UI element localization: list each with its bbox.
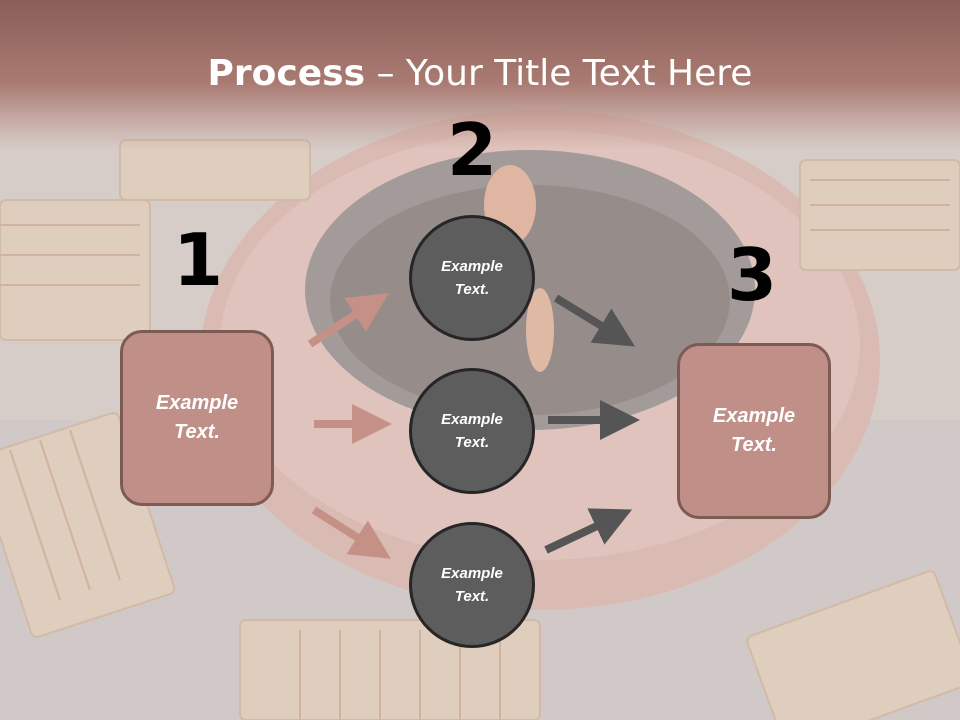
- arrow-circle-top-to-box3: [553, 294, 636, 347]
- arrow-box1-to-circle-bottom: [311, 506, 391, 559]
- title-bold: Process: [207, 53, 366, 94]
- circle-middle: Example Text.: [409, 368, 535, 494]
- slide-title: Process – Your Title Text Here: [0, 52, 960, 96]
- step-box-3: Example Text.: [677, 343, 831, 519]
- circle-middle-text: Example Text.: [441, 411, 503, 451]
- circle-bottom-text: Example Text.: [441, 565, 503, 605]
- step-number-3: 3: [726, 233, 778, 317]
- step-number-2: 2: [446, 108, 498, 192]
- step-box-1-text: Example Text.: [155, 392, 239, 443]
- step-box-3-text: Example Text.: [712, 405, 796, 456]
- arrow-circle-bottom-to-box3: [544, 508, 633, 554]
- arrow-box1-to-circle-top: [307, 293, 389, 348]
- circle-top-text: Example Text.: [441, 258, 503, 298]
- title-rest: – Your Title Text Here: [365, 53, 753, 94]
- circle-bottom: Example Text.: [409, 522, 535, 648]
- circle-top: Example Text.: [409, 215, 535, 341]
- step-number-1: 1: [172, 218, 224, 302]
- title-band: [0, 0, 960, 150]
- step-box-1: Example Text.: [120, 330, 274, 506]
